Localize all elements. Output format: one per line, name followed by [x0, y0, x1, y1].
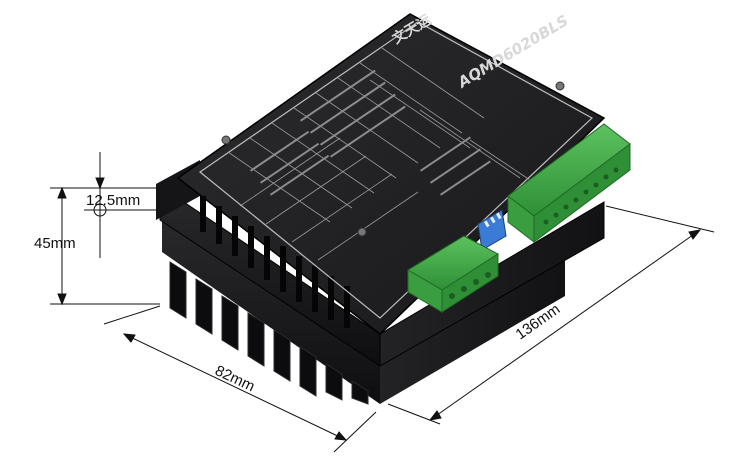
width-dimension — [103, 305, 377, 453]
dip-switch — [477, 209, 507, 251]
width-label: 82mm — [212, 362, 257, 395]
length-dimension — [387, 205, 715, 425]
height-label: 45mm — [34, 235, 76, 252]
top-label-panel — [198, 21, 594, 319]
screw-icon — [357, 227, 367, 237]
terminal-block-power — [407, 235, 499, 313]
height-dimension — [50, 186, 160, 306]
heatsink — [162, 214, 565, 405]
screw-icon — [555, 81, 565, 91]
vent-slots — [200, 196, 350, 328]
mount-offset-label: 12.5mm — [86, 192, 140, 209]
mount-offset-dimension — [84, 152, 158, 258]
driver-enclosure — [156, 13, 606, 367]
terminal-block-signal — [507, 123, 631, 244]
screw-icon — [221, 135, 231, 145]
